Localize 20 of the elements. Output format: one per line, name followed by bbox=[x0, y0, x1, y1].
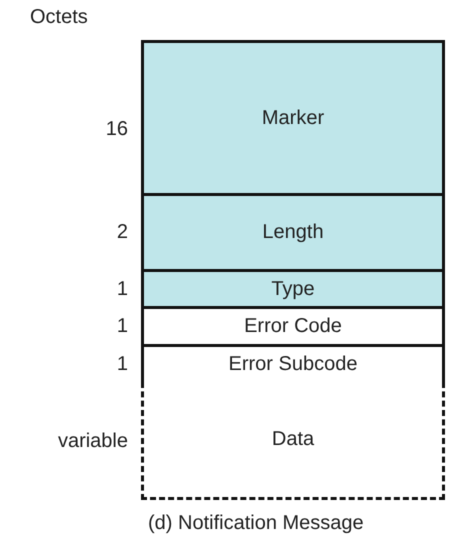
column-heading: Octets bbox=[30, 6, 88, 29]
octet-count: variable bbox=[56, 430, 128, 452]
field-name: Marker bbox=[262, 106, 324, 130]
field-box bbox=[141, 40, 445, 196]
field-box bbox=[141, 269, 445, 309]
field-box bbox=[141, 344, 445, 385]
octet-count: 16 bbox=[104, 118, 128, 141]
field-name: Type bbox=[271, 278, 315, 300]
field-name: Data bbox=[272, 428, 314, 451]
field-box bbox=[141, 382, 445, 500]
field-name: Error Subcode bbox=[228, 353, 358, 376]
octet-count: 2 bbox=[116, 221, 128, 244]
field-name: Error Code bbox=[244, 315, 342, 338]
octet-count: 1 bbox=[116, 315, 128, 338]
octet-count: 1 bbox=[116, 353, 128, 376]
caption: (d) Notification Message bbox=[148, 512, 364, 535]
field-name: Length bbox=[262, 221, 324, 244]
octet-count: 1 bbox=[116, 278, 128, 300]
field-box bbox=[141, 193, 445, 272]
field-box bbox=[141, 306, 445, 347]
